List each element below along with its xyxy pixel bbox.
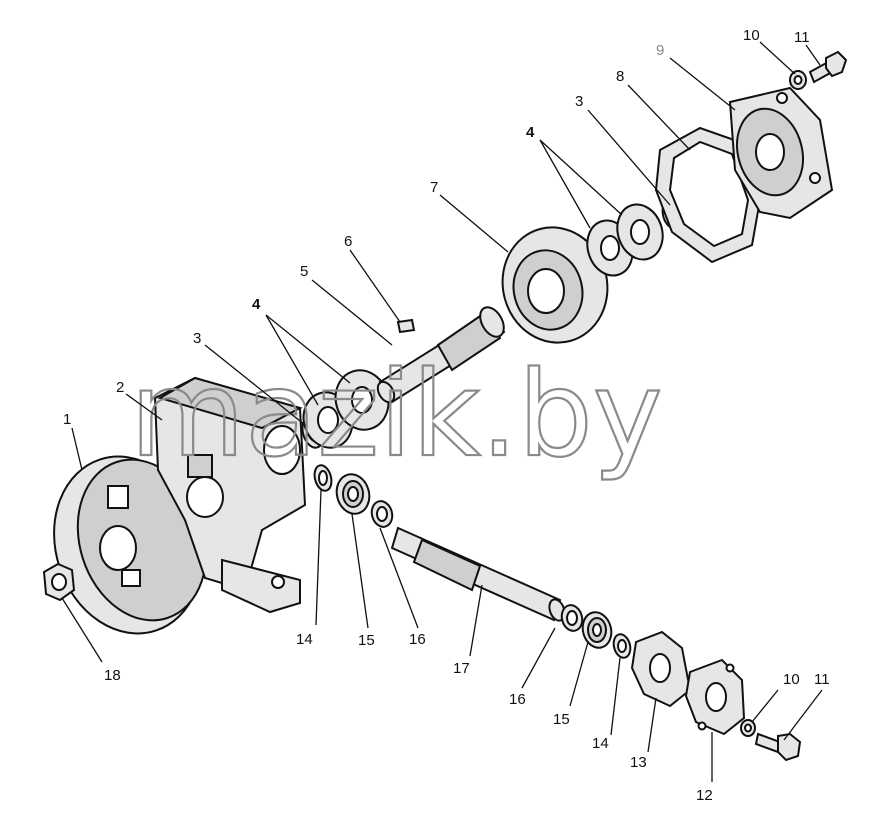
part-2-housing xyxy=(153,376,307,614)
callout-10-lower: 10 xyxy=(783,671,800,688)
part-16-ring-left xyxy=(370,500,394,528)
callout-10-upper: 10 xyxy=(743,27,760,44)
part-16-ring-right xyxy=(560,604,584,632)
part-17-shaft-lower xyxy=(390,526,566,622)
part-11-bolt-upper xyxy=(808,50,848,84)
callout-3-right: 3 xyxy=(575,93,583,110)
part-15-bearing-right xyxy=(581,611,613,649)
callout-17: 17 xyxy=(453,660,470,677)
part-9-cover xyxy=(728,86,834,220)
callout-13: 13 xyxy=(630,754,647,771)
leader-lines xyxy=(61,41,823,782)
part-14-ring-left xyxy=(313,464,333,492)
watermark-text: mazik.by xyxy=(130,345,663,483)
callout-2: 2 xyxy=(116,379,124,396)
part-10-washer-lower xyxy=(740,719,756,737)
part-7-gear xyxy=(501,226,609,344)
callout-6: 6 xyxy=(344,233,352,250)
callout-15-left: 15 xyxy=(358,632,375,649)
part-13-gasket-lower xyxy=(630,630,692,708)
callout-14-right: 14 xyxy=(592,735,609,752)
part-5-shaft-upper xyxy=(376,306,506,404)
callout-4-left: 4 xyxy=(252,296,261,313)
part-12-cover-lower xyxy=(684,658,746,736)
callout-15-right: 15 xyxy=(553,711,570,728)
callout-18: 18 xyxy=(104,667,121,684)
callout-16-right: 16 xyxy=(509,691,526,708)
part-14-ring-right xyxy=(612,633,632,659)
callout-16-left: 16 xyxy=(409,631,426,648)
part-15-bearing-left xyxy=(335,473,371,515)
callout-1: 1 xyxy=(63,411,71,428)
callout-12: 12 xyxy=(696,787,713,804)
callout-5: 5 xyxy=(300,263,308,280)
part-10-washer-upper xyxy=(789,70,807,90)
callout-11-lower: 11 xyxy=(814,671,830,688)
callout-8: 8 xyxy=(616,68,624,85)
part-18-nut xyxy=(42,562,76,602)
part-4-shims-left xyxy=(302,369,390,449)
callout-3-left: 3 xyxy=(193,330,201,347)
callout-11-upper: 11 xyxy=(794,29,810,46)
callout-14-left: 14 xyxy=(296,631,313,648)
callout-labels: 1 2 3 4 5 6 7 4 3 8 9 10 11 14 15 16 17 … xyxy=(63,27,830,804)
part-4-shims-right xyxy=(586,203,664,277)
part-11-bolt-lower xyxy=(754,732,802,762)
callout-4-right: 4 xyxy=(526,124,535,141)
callout-9: 9 xyxy=(656,42,664,59)
part-6-key xyxy=(396,318,416,334)
callout-7: 7 xyxy=(430,179,438,196)
